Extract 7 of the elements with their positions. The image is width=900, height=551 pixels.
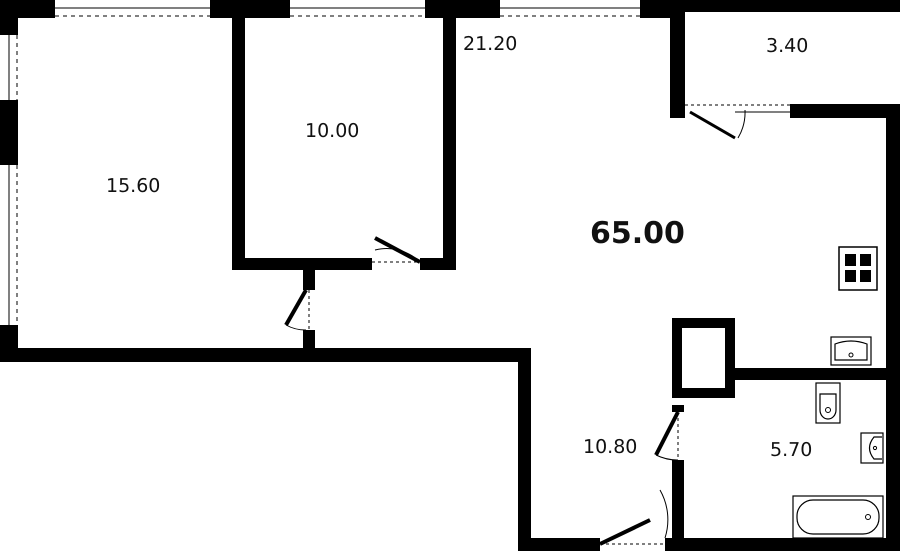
- area-label: 5.70: [770, 439, 812, 461]
- area-label: 10.80: [583, 436, 638, 458]
- area-label: 21.20: [463, 33, 518, 55]
- area-label: 65.00: [590, 216, 685, 251]
- area-label: 10.00: [305, 120, 360, 142]
- area-label: 3.40: [766, 35, 808, 57]
- area-label: 15.60: [106, 175, 160, 197]
